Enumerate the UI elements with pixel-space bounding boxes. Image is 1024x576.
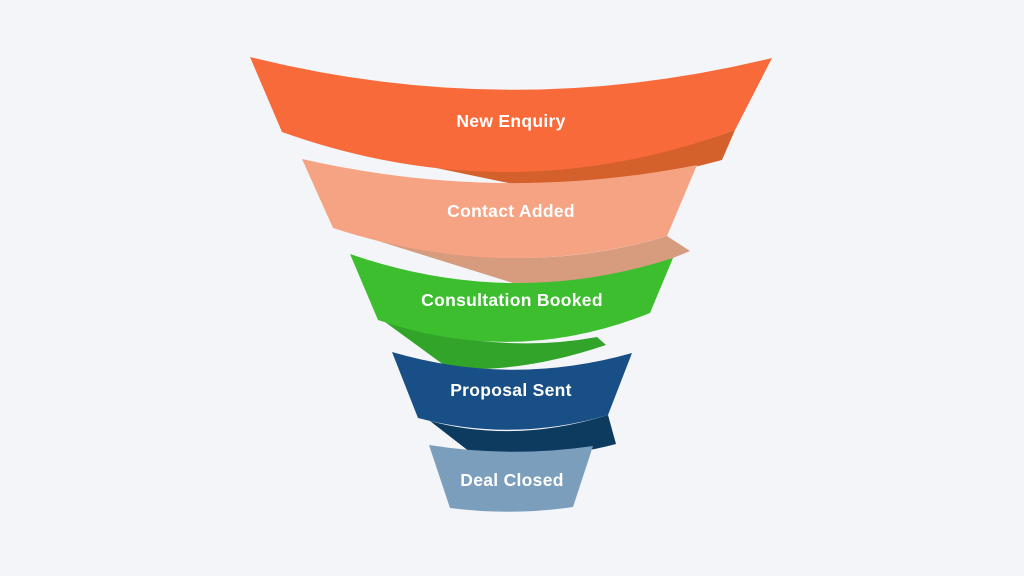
stage-2-fold [375, 236, 690, 285]
stage-1-label: New Enquiry [456, 111, 565, 131]
stage-3-fold [385, 322, 606, 370]
stage-2-band [302, 159, 697, 259]
stage-3-label: Consultation Booked [421, 290, 603, 310]
stage-1-band [250, 57, 772, 173]
stage-5-band [429, 445, 593, 512]
stage-1-fold [340, 130, 735, 185]
stage-5-label: Deal Closed [460, 470, 563, 490]
stage-4-fold [430, 415, 616, 456]
stage-2-label: Contact Added [447, 201, 575, 221]
stage-4-band [392, 352, 632, 430]
stage-4-label: Proposal Sent [450, 380, 572, 400]
stage-3-band [350, 254, 673, 342]
